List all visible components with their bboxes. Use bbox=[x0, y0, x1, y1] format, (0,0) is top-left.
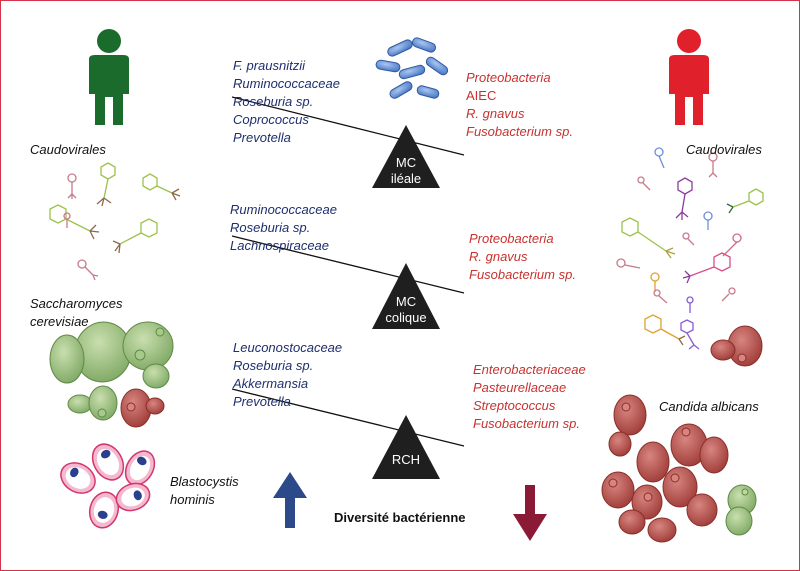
balance-2-left-taxa: Ruminococcaceae Roseburia sp. Lachnospir… bbox=[230, 201, 337, 255]
balance-1-label-line1: MC bbox=[395, 155, 417, 170]
balance-2-label: MC colique bbox=[376, 294, 436, 326]
healthy-person-icon bbox=[89, 29, 129, 125]
taxon-label: Prevotella bbox=[233, 130, 291, 145]
right-phage-cluster-icon bbox=[616, 147, 764, 350]
taxon-label: Enterobacteriaceae bbox=[473, 362, 586, 377]
balance-2-right-taxa: Proteobacteria R. gnavus Fusobacterium s… bbox=[469, 230, 576, 284]
taxon-label: Leuconostocaceae bbox=[233, 340, 343, 355]
balance-3-scale bbox=[231, 388, 465, 479]
balance-3-label-line1: RCH bbox=[391, 452, 421, 467]
taxon-label: Akkermansia bbox=[233, 376, 309, 391]
right-red-yeast-pair-icon bbox=[710, 325, 763, 367]
taxon-label: Proteobacteria bbox=[469, 231, 554, 246]
saccharomyces-yeast-cluster-icon bbox=[49, 321, 174, 428]
balance-2-label-line2: colique bbox=[385, 310, 427, 325]
protist-label-line1: Blastocystis bbox=[170, 474, 239, 489]
balance-2-scale bbox=[231, 235, 465, 329]
disease-virus-label: Caudovirales bbox=[686, 142, 762, 157]
diversity-label: Diversité bactérienne bbox=[334, 510, 466, 525]
taxon-label: Fusobacterium sp. bbox=[466, 124, 573, 139]
taxon-label: Proteobacteria bbox=[466, 70, 551, 85]
diversity-down-arrow-icon bbox=[513, 485, 547, 541]
taxon-label: F. prausnitzii bbox=[233, 58, 306, 73]
healthy-fungus-label-line2: cerevisiae bbox=[30, 314, 89, 329]
taxon-label: R. gnavus bbox=[466, 106, 525, 121]
balance-1-scale bbox=[231, 96, 465, 188]
left-phage-cluster-icon bbox=[49, 162, 181, 281]
balance-1-right-taxa: Proteobacteria AIEC R. gnavus Fusobacter… bbox=[466, 69, 573, 141]
taxon-label: Streptococcus bbox=[473, 398, 556, 413]
taxon-label: Ruminococcaceae bbox=[233, 76, 340, 91]
taxon-label: R. gnavus bbox=[469, 249, 528, 264]
bacteria-cluster-icon bbox=[375, 37, 449, 99]
taxon-label: Pasteurellaceae bbox=[473, 380, 567, 395]
balance-3-left-taxa: Leuconostocaceae Roseburia sp. Akkermans… bbox=[233, 339, 342, 411]
sick-person-icon bbox=[669, 29, 709, 125]
diversity-up-arrow-icon bbox=[273, 472, 307, 528]
balance-1-left-taxa: F. prausnitzii Ruminococcaceae Roseburia… bbox=[233, 57, 340, 147]
healthy-virus-label: Caudovirales bbox=[30, 142, 106, 157]
taxon-label: Roseburia sp. bbox=[233, 94, 314, 109]
taxon-label: AIEC bbox=[466, 88, 497, 103]
taxon-label: Fusobacterium sp. bbox=[473, 416, 580, 431]
taxon-label: Roseburia sp. bbox=[233, 358, 314, 373]
taxon-label: Ruminococcaceae bbox=[230, 202, 337, 217]
taxon-label: Lachnospiraceae bbox=[230, 238, 330, 253]
balance-3-right-taxa: Enterobacteriaceae Pasteurellaceae Strep… bbox=[473, 361, 586, 433]
balance-1-label: MC iléale bbox=[376, 155, 436, 187]
blastocystis-cluster-icon bbox=[60, 443, 156, 529]
taxon-label: Coprococcus bbox=[233, 112, 309, 127]
candida-albicans-cluster-icon bbox=[601, 394, 757, 543]
balance-3-label: RCH bbox=[376, 452, 436, 468]
balance-2-label-line1: MC bbox=[395, 294, 417, 309]
taxon-label: Fusobacterium sp. bbox=[469, 267, 576, 282]
taxon-label: Roseburia sp. bbox=[230, 220, 311, 235]
healthy-fungus-label-line1: Saccharomyces bbox=[30, 296, 123, 311]
protist-label-line2: hominis bbox=[170, 492, 215, 507]
taxon-label: Prevotella bbox=[233, 394, 291, 409]
disease-fungus-label: Candida albicans bbox=[659, 399, 759, 414]
balance-1-label-line2: iléale bbox=[390, 171, 422, 186]
